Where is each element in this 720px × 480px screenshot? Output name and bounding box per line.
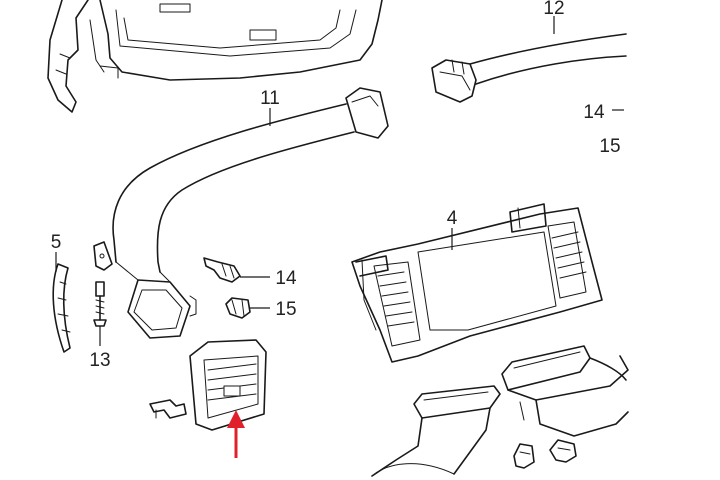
highlight-arrow <box>227 410 245 458</box>
bottom-clip-right <box>549 439 577 463</box>
air-duct-part-12 <box>431 33 627 103</box>
clip-part-14 <box>203 257 241 283</box>
side-trim-part-5 <box>52 263 71 353</box>
callout-15-top: 15 <box>599 136 620 157</box>
callout-13: 13 <box>89 350 110 371</box>
callout-5: 5 <box>51 232 62 253</box>
callout-4: 4 <box>447 208 458 229</box>
callout-14-top: 14 <box>583 102 605 123</box>
callout-12: 12 <box>543 0 564 19</box>
lower-air-ducts <box>371 345 629 477</box>
side-vent-outlet <box>189 339 267 431</box>
leader-lines <box>55 16 624 346</box>
callout-14: 14 <box>275 268 297 289</box>
callout-11: 11 <box>260 88 280 109</box>
mounting-bracket <box>93 241 113 271</box>
air-duct-part-11 <box>112 87 389 339</box>
callout-15: 15 <box>275 299 296 320</box>
small-bracket-part <box>149 399 187 419</box>
bottom-clip-left <box>513 443 535 469</box>
clip-part-15 <box>225 297 251 319</box>
screw-part-13 <box>93 281 107 327</box>
center-vent-panel-part-4 <box>351 203 603 363</box>
dashboard-frame-part <box>47 0 383 113</box>
